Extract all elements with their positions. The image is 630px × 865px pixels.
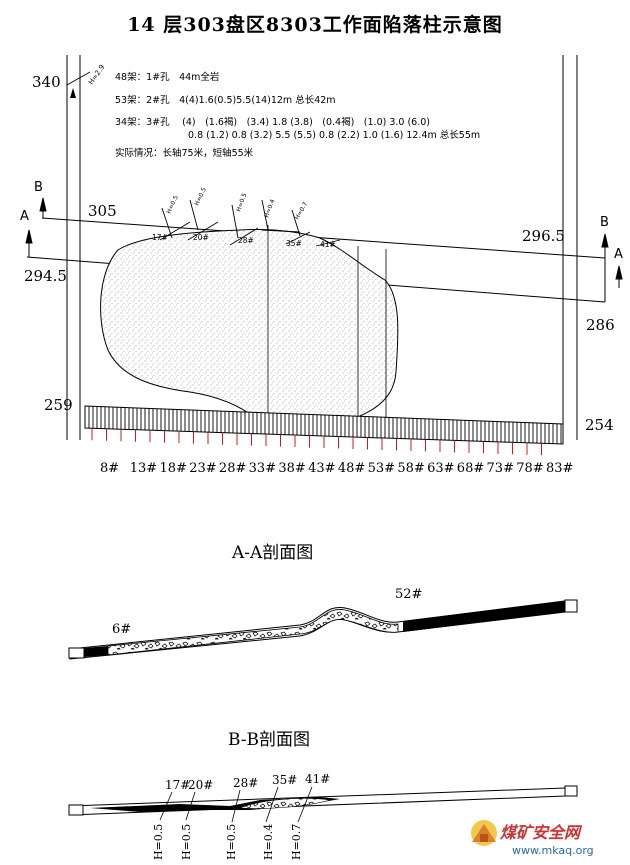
elevation-286: 286 <box>586 316 615 334</box>
section-a-left-label: A <box>20 209 29 224</box>
watermark-brand: 煤矿安全网 <box>500 823 583 842</box>
support-label: 58# <box>397 461 424 476</box>
support-label: 73# <box>487 461 514 476</box>
bb-h-labels: H=0.5 H=0.5 H=0.5 H=0.4 H=0.7 <box>152 824 303 860</box>
plan-h-label-5: H=0.7 <box>294 201 310 221</box>
note-line-2: 53架：2#孔 4(4)1.6(0.5)5.5(14)12m 总长42m <box>115 94 336 106</box>
elevation-294-5: 294.5 <box>24 267 67 285</box>
support-label: 53# <box>368 461 395 476</box>
support-label: 63# <box>427 461 454 476</box>
support-label: 8# <box>100 461 119 476</box>
bb-hole-17: 17# <box>165 778 190 792</box>
support-label: 68# <box>457 461 484 476</box>
bb-hole-35: 35# <box>272 773 297 787</box>
section-b-right-arrow-icon <box>601 233 609 258</box>
corner-h-label: H=2.9 <box>87 63 106 86</box>
bb-hole-41: 41# <box>305 772 330 786</box>
note-line-5: 实际情况：长轴75米，短轴55米 <box>115 147 254 159</box>
support-label: 83# <box>546 461 573 476</box>
collapse-column <box>100 228 399 430</box>
section-a-right-arrow-icon <box>615 265 623 288</box>
drill-traces <box>267 225 387 426</box>
bb-leader-lines <box>159 786 313 823</box>
plan-hole-17: 17# <box>152 233 168 242</box>
plan-h-label-4: H=0.4 <box>263 198 276 218</box>
support-label: 78# <box>516 461 543 476</box>
notes-block: 48架：1#孔 44m全岩 53架：2#孔 4(4)1.6(0.5)5.5(14… <box>115 71 480 159</box>
support-band <box>84 405 564 445</box>
support-label: 13# <box>130 461 157 476</box>
diagram-title: 14 层303盘区8303工作面陷落柱示意图 <box>127 14 503 36</box>
aa-section-title: A-A剖面图 <box>231 543 313 563</box>
elevation-259: 259 <box>44 396 73 414</box>
aa-section-profile <box>68 599 578 660</box>
support-label: 33# <box>249 461 276 476</box>
note-line-4: 0.8 (1.2) 0.8 (3.2) 5.5 (5.5) 0.8 (2.2) … <box>188 129 480 141</box>
elevation-340: 340 <box>32 73 61 91</box>
bb-section-profile <box>68 785 578 816</box>
bb-h-label-3: H=0.5 <box>225 824 238 860</box>
elevation-305: 305 <box>88 202 117 220</box>
plan-hole-20: 20# <box>193 233 209 242</box>
note-line-1: 48架：1#孔 44m全岩 <box>115 71 219 83</box>
plan-h-label-2: H=0.5 <box>193 186 207 206</box>
support-ticks <box>91 428 542 456</box>
bb-h-label-4: H=0.4 <box>262 824 275 860</box>
corner-arrow-icon <box>70 88 76 98</box>
bb-section-title: B-B剖面图 <box>228 730 310 750</box>
support-label: 18# <box>159 461 186 476</box>
section-b-left-arrow-icon <box>39 197 47 218</box>
hole-labels: 17# 20# 28# 35# 41# <box>152 233 336 249</box>
elevation-296-5: 296.5 <box>522 227 565 245</box>
bb-hole-20: 20# <box>188 778 213 792</box>
support-label-row: 8# 13#18#23#28#33#38#43#48#53#58#63#68#73… <box>100 461 573 476</box>
bb-hole-28: 28# <box>233 776 258 790</box>
plan-h-labels: H=0.5 H=0.5 H=0.5 H=0.4 H=0.7 <box>165 186 309 221</box>
bb-h-label-1: H=0.5 <box>152 824 165 860</box>
plan-hole-28: 28# <box>238 236 254 245</box>
corner-mark-line <box>66 71 91 86</box>
watermark-logo-icon <box>471 820 497 846</box>
section-a-right-label: A <box>614 247 623 262</box>
hole-markers <box>159 199 341 247</box>
aa-label-52: 52# <box>395 587 422 602</box>
aa-label-6: 6# <box>112 622 131 637</box>
watermark-url: www.mkaq.org <box>512 844 594 857</box>
bb-h-label-5: H=0.7 <box>290 824 303 860</box>
plan-hole-41: 41# <box>320 240 336 249</box>
note-line-3: 34架：3#孔 (4) (1.6褐) (3.4) 1.8 (3.8) (0.4褐… <box>115 116 430 128</box>
plan-boundaries <box>66 55 578 440</box>
plan-h-label-1: H=0.5 <box>165 194 179 214</box>
section-b-left-label: B <box>34 180 43 195</box>
section-b-right-label: B <box>600 215 609 230</box>
support-label: 38# <box>278 461 305 476</box>
plan-h-label-3: H=0.5 <box>235 192 248 212</box>
plan-hole-35: 35# <box>286 239 302 248</box>
section-a-left-arrow-icon <box>25 229 33 257</box>
support-label: 48# <box>338 461 365 476</box>
elevation-254: 254 <box>585 416 614 434</box>
bb-hole-labels: 17# 20# 28# 35# 41# <box>165 772 330 792</box>
support-label: 23# <box>189 461 216 476</box>
watermark: 煤矿安全网 www.mkaq.org <box>471 820 594 857</box>
support-label: 43# <box>308 461 335 476</box>
bb-h-label-2: H=0.5 <box>180 824 193 860</box>
support-label: 28# <box>219 461 246 476</box>
